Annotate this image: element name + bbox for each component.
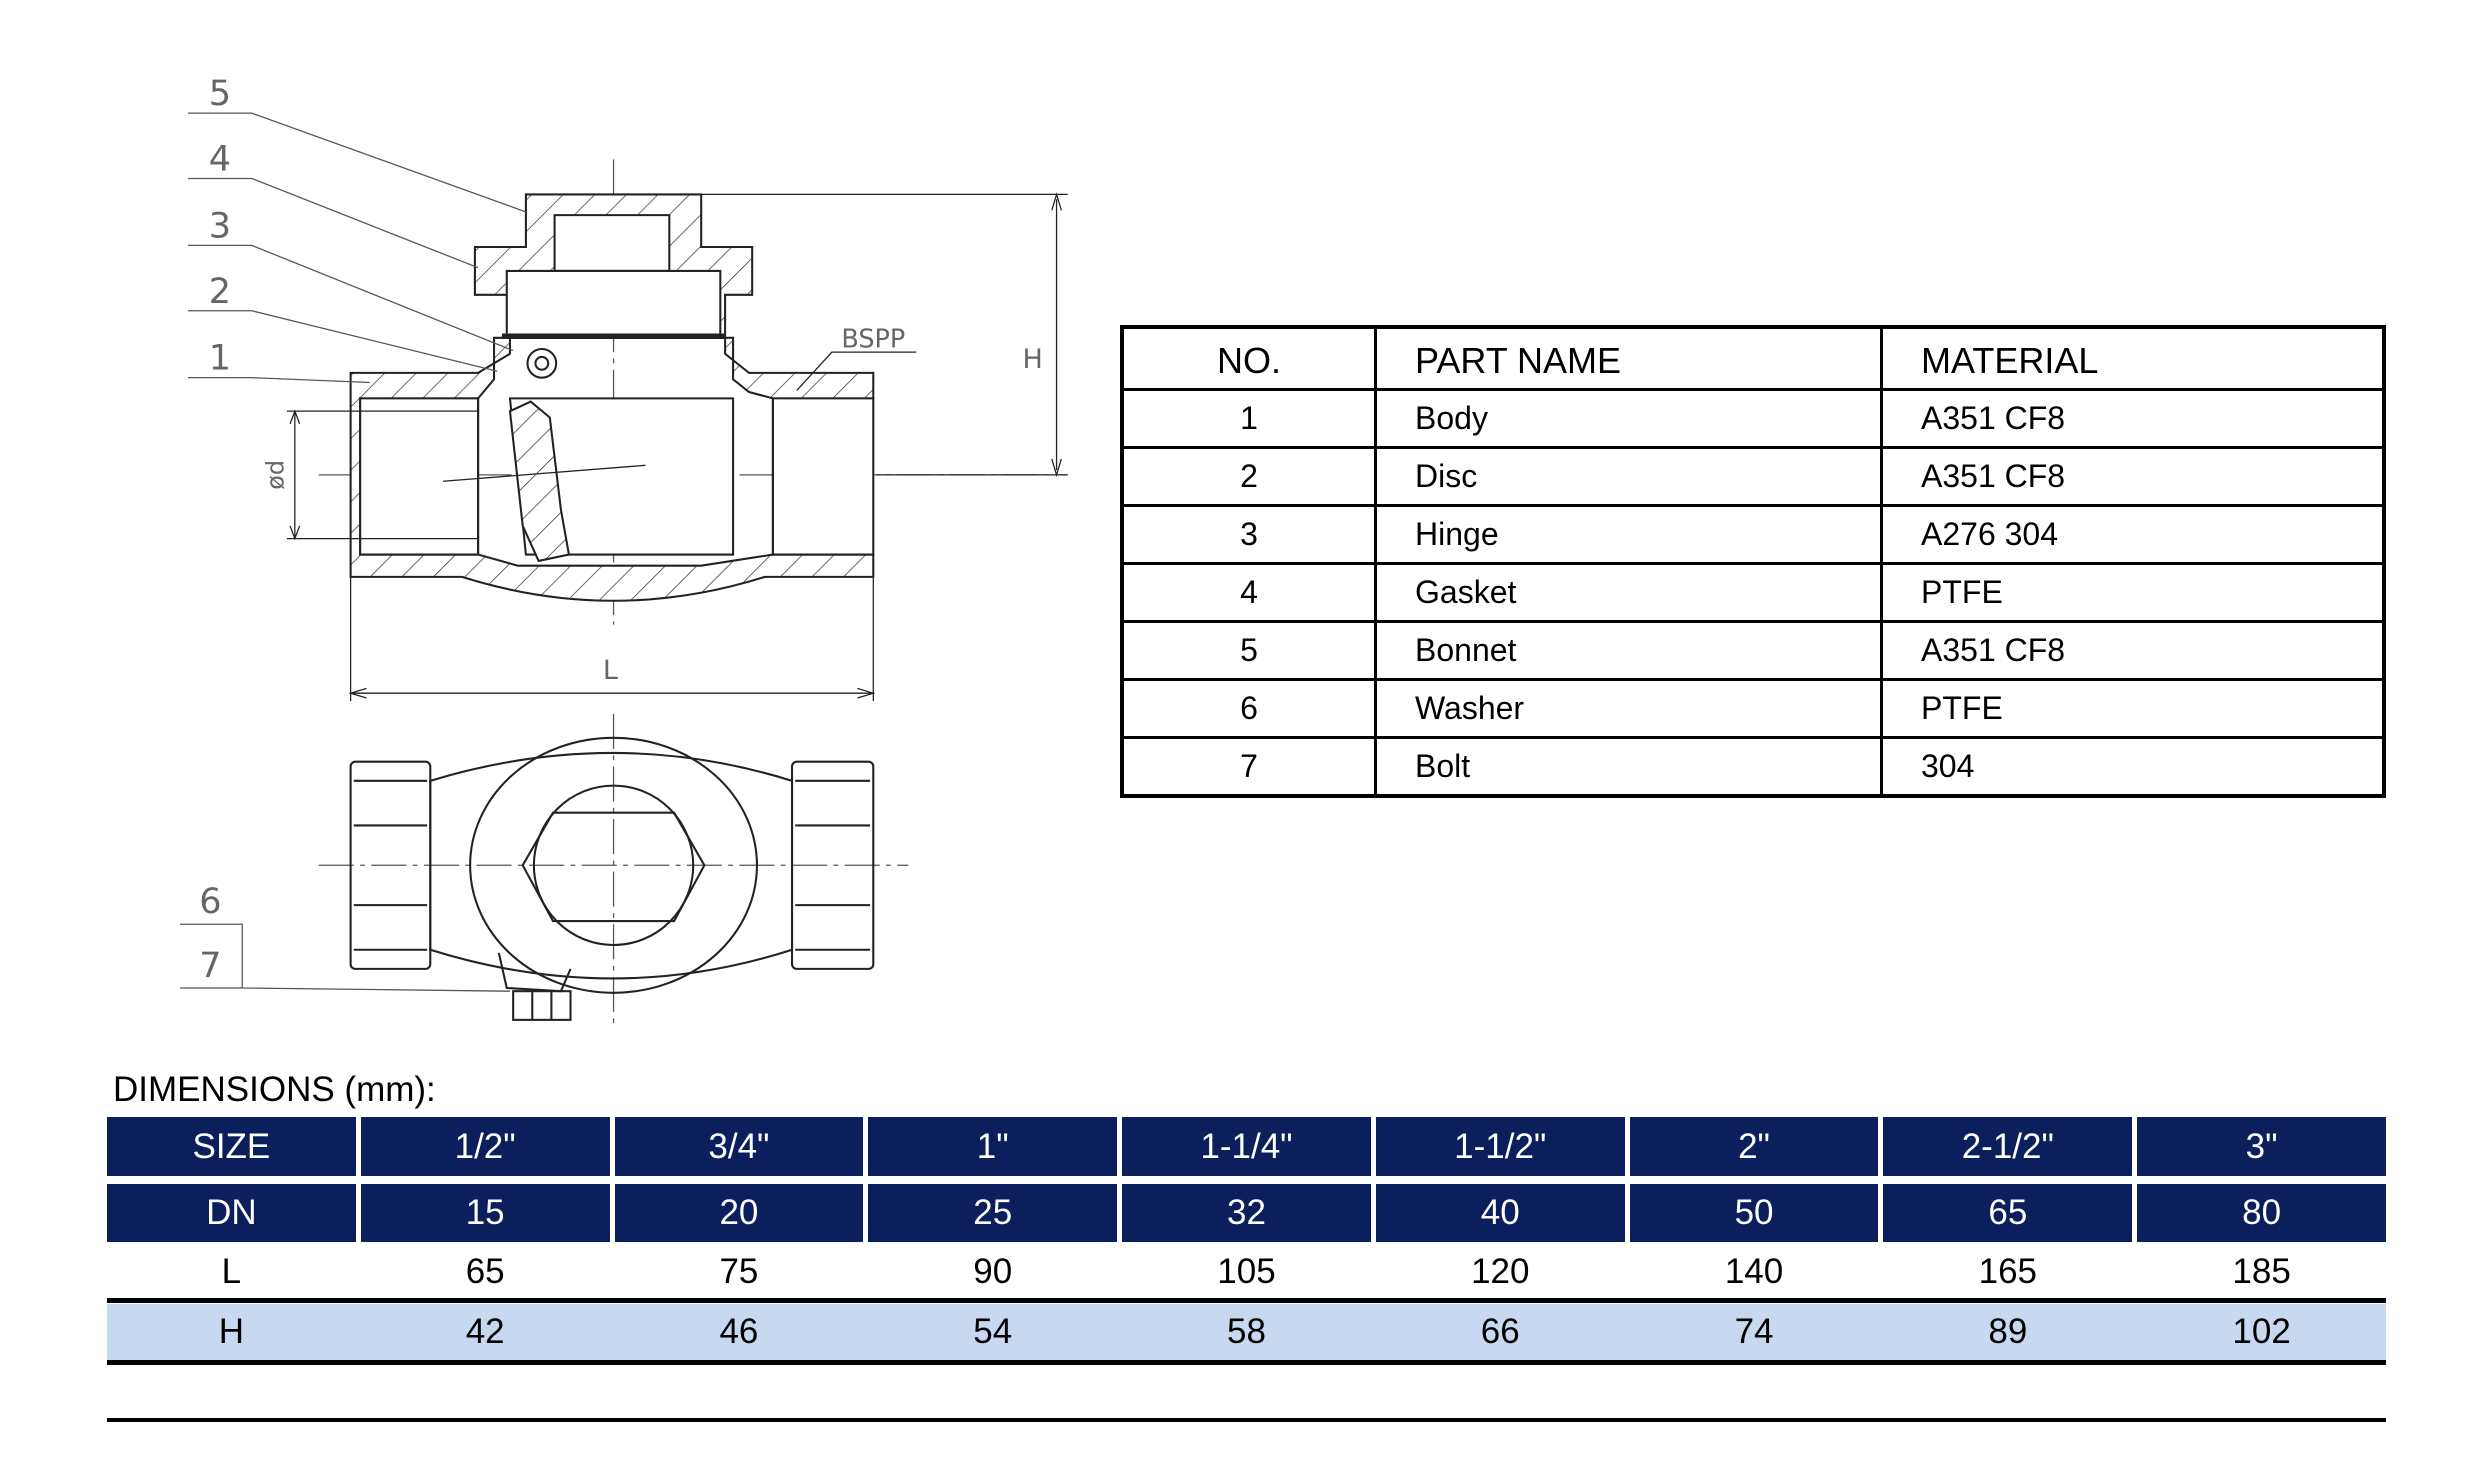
part-name: Hinge: [1374, 504, 1883, 565]
dim-cell: 74: [1734, 1312, 1774, 1351]
part-no: 4: [1120, 562, 1377, 623]
dim-cell: 3/4": [614, 1117, 864, 1176]
dim-row-label: SIZE: [107, 1117, 356, 1176]
divider: [107, 1298, 2386, 1303]
part-no: 6: [1120, 678, 1377, 739]
dim-cell: 140: [1724, 1252, 1784, 1291]
bspp-label: BSPP: [841, 324, 905, 354]
part-material: PTFE: [1880, 678, 2386, 739]
part-material: A351 CF8: [1880, 620, 2386, 681]
dim-cell: 58: [1227, 1312, 1266, 1351]
dim-cell: 1-1/2": [1375, 1117, 1625, 1176]
dim-cell: 165: [1978, 1252, 2038, 1291]
dim-cell: 120: [1471, 1252, 1530, 1291]
dim-cell: 3": [2137, 1117, 2386, 1176]
dim-cell: 102: [2232, 1312, 2291, 1351]
callout-3: 3: [209, 205, 231, 246]
part-material: A351 CF8: [1880, 388, 2386, 449]
d-dimension-label: ød: [262, 460, 290, 490]
l-dimension-label: L: [603, 655, 618, 686]
part-name: PART NAME: [1374, 325, 1883, 391]
callout-1: 1: [209, 338, 231, 379]
dim-cell: 15: [360, 1184, 610, 1242]
callout-leaders: [180, 112, 527, 992]
dim-cell: 1": [868, 1117, 1118, 1176]
part-no: 3: [1120, 504, 1377, 565]
part-no: 7: [1120, 736, 1377, 798]
top-view: [318, 713, 909, 1028]
part-name: Bonnet: [1374, 620, 1883, 681]
dim-cell: 50: [1629, 1184, 1879, 1242]
part-name: Gasket: [1374, 562, 1883, 623]
dim-cell: 1-1/4": [1122, 1117, 1371, 1176]
callout-6: 6: [199, 881, 221, 922]
section-view: [180, 112, 1068, 992]
dim-row-h: H 42 46 54 58 66 74 89 102: [107, 1304, 2386, 1360]
divider: [107, 1360, 2386, 1365]
callout-4: 4: [209, 139, 231, 180]
dim-cell: 80: [2137, 1184, 2386, 1242]
part-no: 1: [1120, 388, 1377, 449]
dim-row-label: H: [218, 1312, 245, 1351]
dim-cell: 75: [719, 1252, 759, 1291]
dim-cell: 65: [465, 1252, 505, 1291]
dim-cell: 66: [1480, 1312, 1520, 1351]
dim-row-l: L 65 75 90 105 120 140 165 185: [107, 1246, 2386, 1298]
dim-cell: 2-1/2": [1883, 1117, 2133, 1176]
dim-cell: 89: [1988, 1312, 2028, 1351]
callout-2: 2: [209, 271, 231, 312]
dim-cell: 46: [719, 1312, 759, 1351]
part-material: A276 304: [1880, 504, 2386, 565]
part-no: 5: [1120, 620, 1377, 681]
part-no: 2: [1120, 446, 1377, 507]
dim-cell: 185: [2232, 1252, 2291, 1291]
callout-7: 7: [199, 945, 221, 986]
dim-cell: 32: [1122, 1184, 1371, 1242]
callout-5: 5: [209, 73, 231, 114]
divider: [107, 1418, 2386, 1422]
dim-row-label: DN: [107, 1184, 356, 1242]
part-material: PTFE: [1880, 562, 2386, 623]
dim-row-label: L: [221, 1252, 242, 1291]
dim-cell: 1/2": [360, 1117, 610, 1176]
part-name: Washer: [1374, 678, 1883, 739]
dim-cell: 40: [1375, 1184, 1625, 1242]
part-material: MATERIAL: [1880, 325, 2386, 391]
dim-cell: 42: [465, 1312, 505, 1351]
part-name: Disc: [1374, 446, 1883, 507]
part-material: A351 CF8: [1880, 446, 2386, 507]
dim-cell: 105: [1217, 1252, 1276, 1291]
dimensions-title: DIMENSIONS (mm):: [113, 1070, 436, 1109]
part-no: NO.: [1120, 325, 1377, 391]
part-name: Body: [1374, 388, 1883, 449]
part-material: 304: [1880, 736, 2386, 798]
dim-cell: 54: [973, 1312, 1013, 1351]
part-name: Bolt: [1374, 736, 1883, 798]
dim-cell: 65: [1883, 1184, 2133, 1242]
h-dimension-label: H: [1022, 344, 1042, 375]
dim-cell: 20: [614, 1184, 864, 1242]
dim-cell: 25: [868, 1184, 1118, 1242]
dim-cell: 90: [973, 1252, 1013, 1291]
dim-cell: 2": [1629, 1117, 1879, 1176]
